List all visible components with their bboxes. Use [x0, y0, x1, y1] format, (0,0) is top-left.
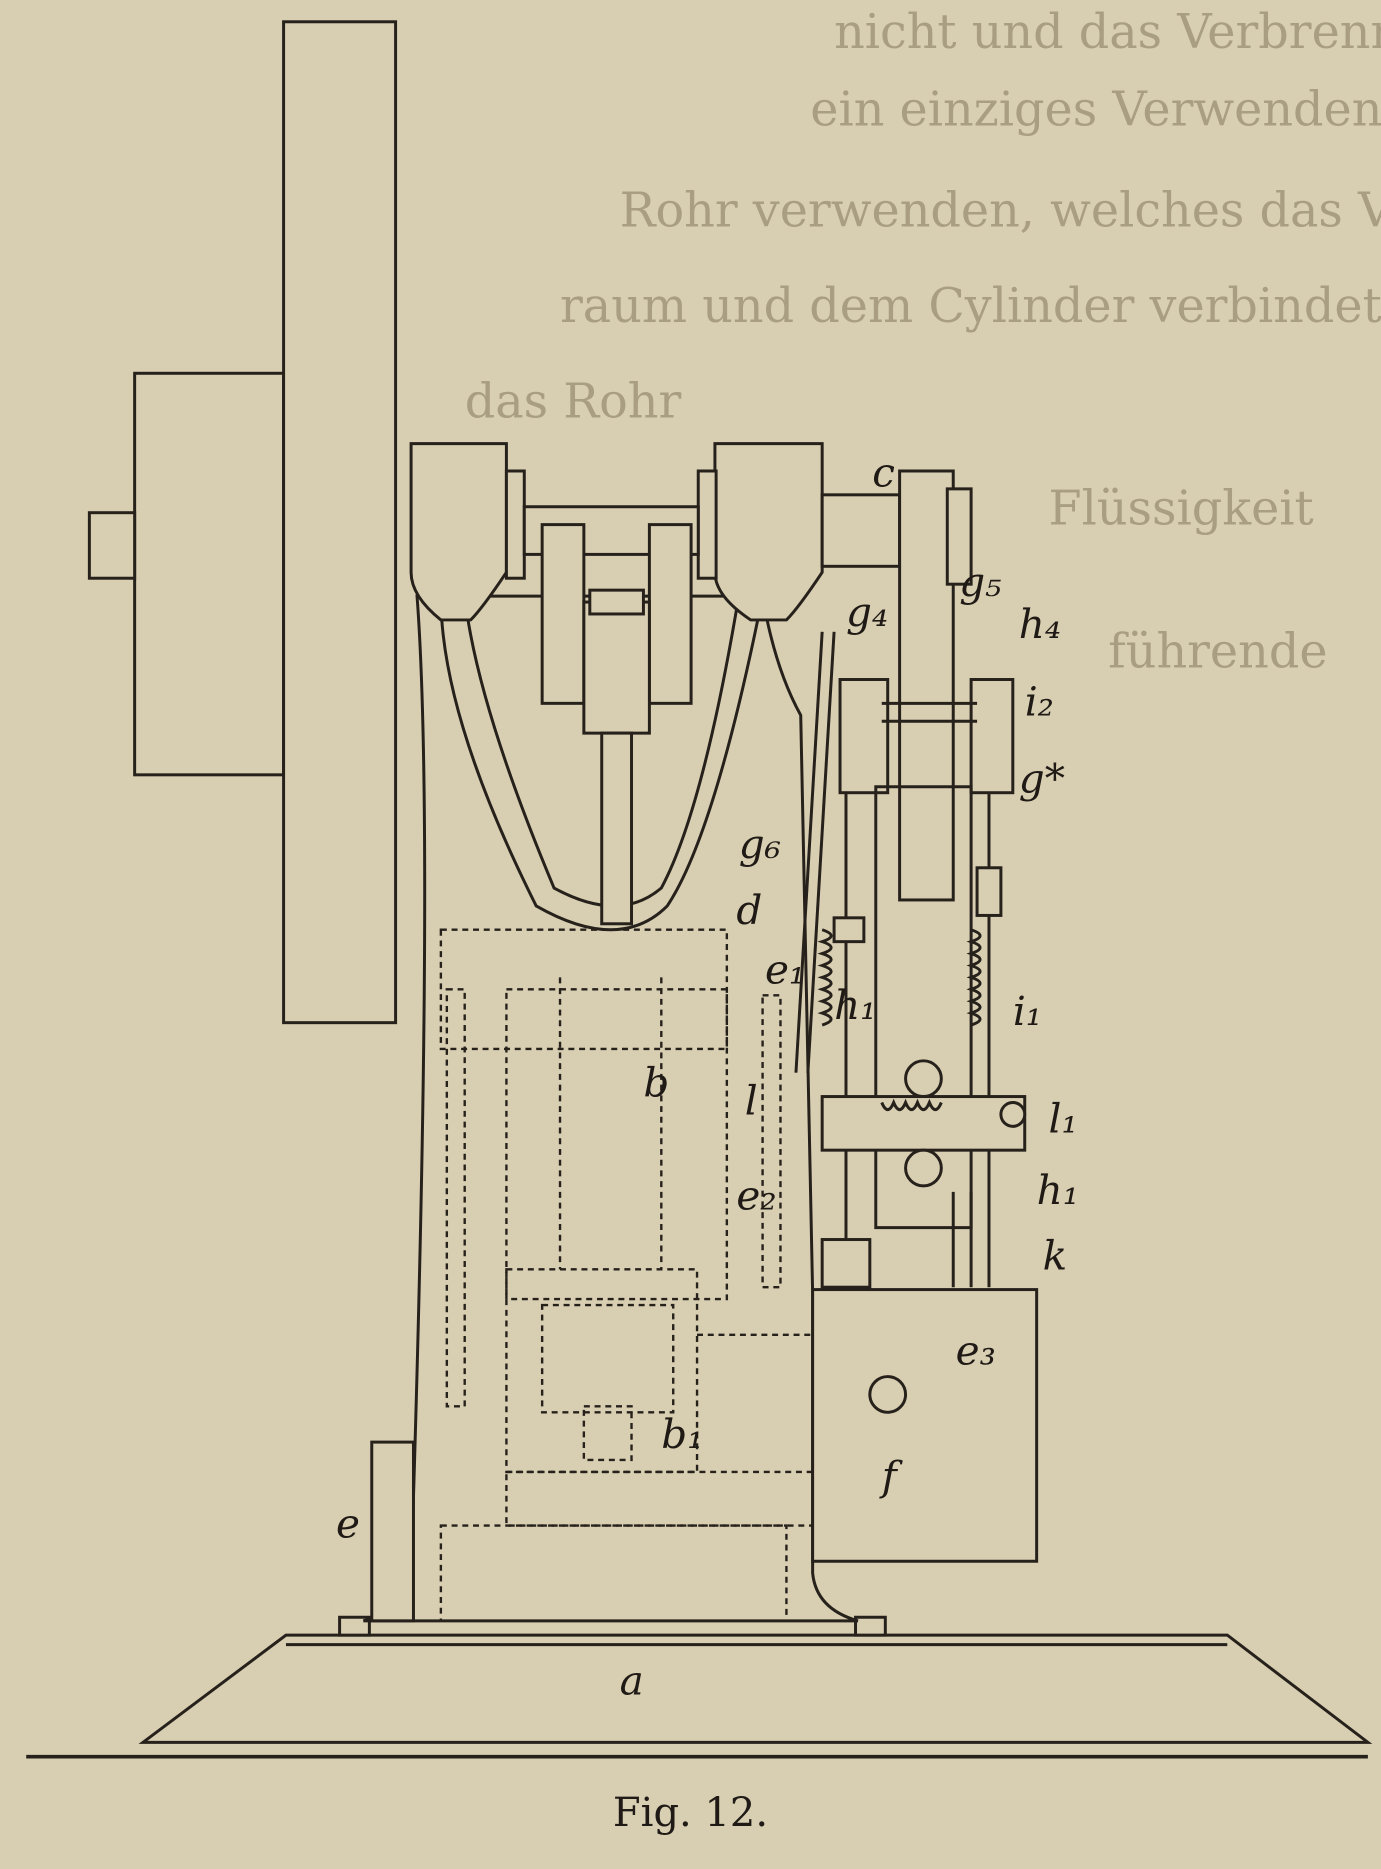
label-i1: i₁ — [1013, 987, 1042, 1035]
label-g4: g₄ — [846, 588, 888, 636]
label-c: c — [872, 448, 895, 496]
label-l1: l₁ — [1049, 1094, 1078, 1142]
label-h4: h₄ — [1019, 600, 1061, 648]
label-b1: b₁ — [661, 1410, 703, 1458]
figure-caption: Fig. 12. — [612, 1790, 769, 1836]
label-g6: g₆ — [739, 820, 781, 868]
tank-box — [811, 1288, 1039, 1563]
svg-text:das Rohr: das Rohr — [465, 374, 682, 429]
label-i2: i₂ — [1025, 677, 1054, 725]
label-e3: e₃ — [956, 1327, 996, 1375]
gear-wheel — [898, 469, 955, 902]
crankshaft-bearings — [409, 442, 973, 926]
label-d: d — [736, 886, 762, 934]
label-e2: e₂ — [736, 1172, 776, 1220]
label-h1-upper: h₁ — [834, 981, 876, 1029]
svg-text:raum und dem Cylinder verbinde: raum und dem Cylinder verbindet. — [560, 279, 1381, 334]
part-labels: a b b₁ c d e e₁ e₂ e₃ f g₄ g₅ g₆ g* h₁ h… — [336, 448, 1079, 1704]
svg-text:führende: führende — [1108, 625, 1327, 680]
label-h1-lower: h₁ — [1037, 1166, 1079, 1214]
svg-text:Rohr verwenden, welches das Ve: Rohr verwenden, welches das Ventil — [620, 184, 1381, 239]
svg-text:nicht und das Verbrennungsrohr: nicht und das Verbrennungsrohr kann — [834, 5, 1381, 60]
label-b: b — [643, 1059, 669, 1107]
label-e: e — [336, 1499, 360, 1547]
label-a: a — [620, 1657, 644, 1705]
flywheel — [87, 20, 398, 1025]
label-k: k — [1043, 1231, 1068, 1279]
label-g5: g₅ — [959, 558, 1001, 606]
label-g-star: g* — [1019, 755, 1065, 803]
base-plate — [26, 1615, 1373, 1759]
label-l: l — [745, 1076, 758, 1124]
svg-text:ein einziges Verwenden: ein einziges Verwenden — [810, 82, 1381, 137]
label-e1: e₁ — [765, 945, 805, 993]
valve-gear — [794, 631, 1027, 1289]
show-through-text: nicht und das Verbrennungsrohr kann ein … — [465, 5, 1381, 680]
svg-text:Flüssigkeit: Flüssigkeit — [1049, 482, 1314, 537]
